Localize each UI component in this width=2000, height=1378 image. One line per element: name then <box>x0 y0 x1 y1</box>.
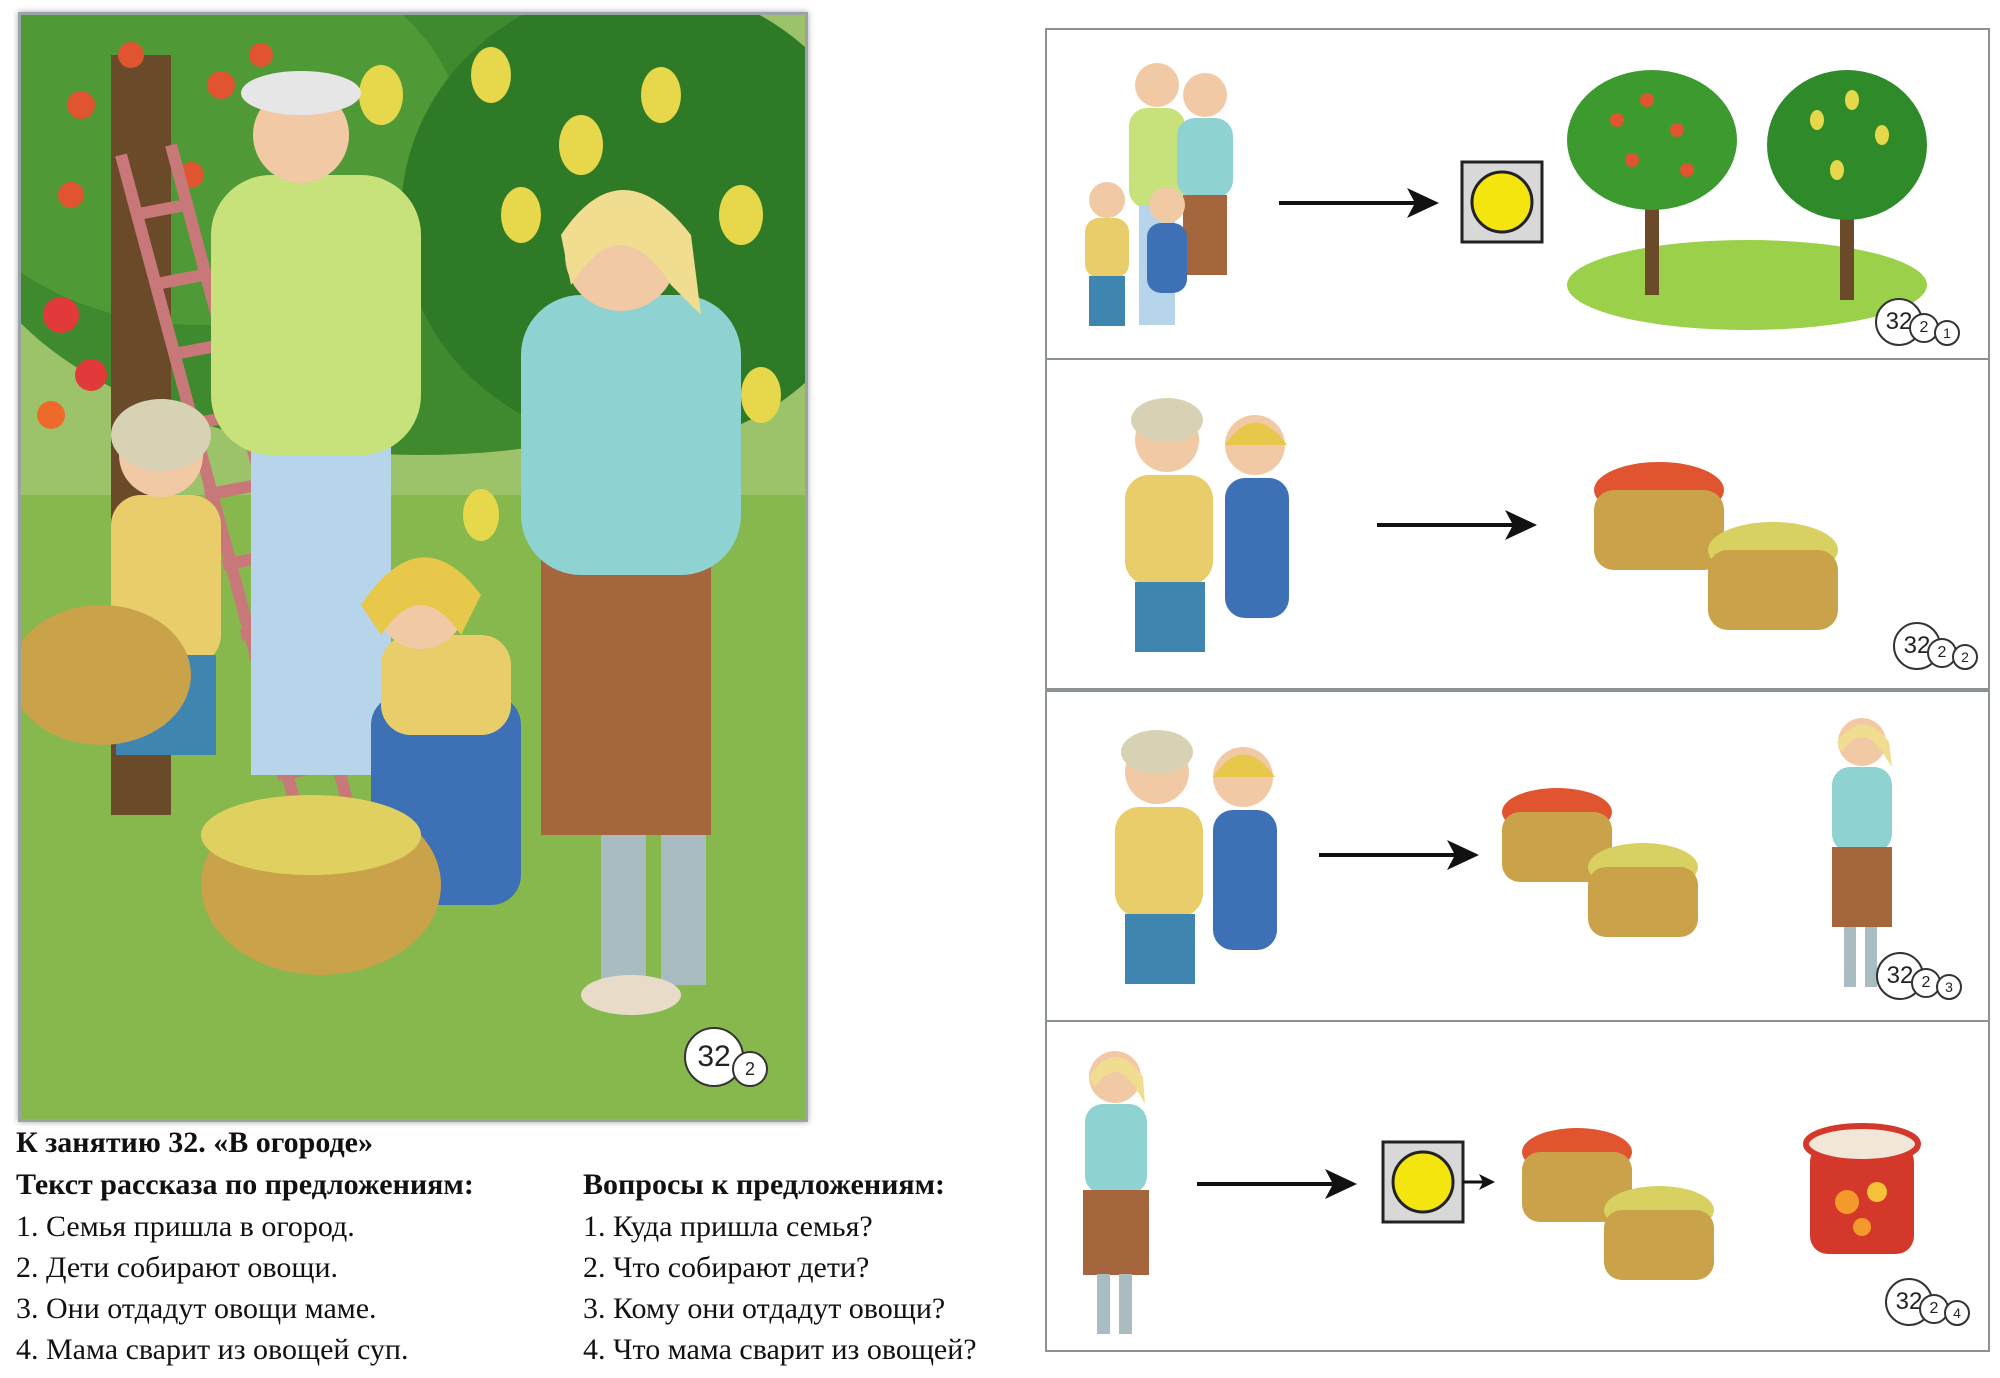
panel-2: 32 2 2 <box>1045 358 1990 690</box>
card-number: 32 <box>697 1040 731 1073</box>
panel-2-drawing <box>1125 398 1838 652</box>
question-line-4: 4. Что мама сварит из овощей? <box>583 1333 977 1366</box>
panel-4: 32 2 4 <box>1045 1020 1990 1352</box>
pictogram-circle <box>1470 170 1534 234</box>
sequence-panels: 32 2 1 32 2 2 <box>1045 28 1990 1352</box>
question-line-1: 1. Куда пришла семья? <box>583 1210 873 1243</box>
children-figure <box>1115 730 1277 984</box>
panel-3-sub-b: 3 <box>1945 979 1953 995</box>
mother-figure <box>1832 718 1892 987</box>
story-line-1: 1. Семья пришла в огород. <box>16 1210 355 1243</box>
panel-2-sub-a: 2 <box>1937 644 1947 661</box>
story-line-3: 3. Они отдадут овощи маме. <box>16 1292 377 1325</box>
lesson-title: К занятию 32. «В огороде» <box>16 1126 373 1159</box>
panel-1-sub-badge-b: 1 <box>1934 320 1960 346</box>
card-sub-number-badge: 2 <box>732 1051 768 1087</box>
panel-3: 32 2 3 <box>1045 690 1990 1024</box>
panel-4-sub-badge-b: 4 <box>1944 1300 1970 1326</box>
panel-3-sub-a: 2 <box>1921 974 1931 991</box>
panel-2-sub-badge-b: 2 <box>1952 644 1978 670</box>
panel-3-sub-badge-b: 3 <box>1936 974 1962 1000</box>
question-line-2: 2. Что собирают дети? <box>583 1251 870 1284</box>
panel-2-sub-b: 2 <box>1961 649 1969 665</box>
story-line-2: 2. Дети собирают овощи. <box>16 1251 339 1284</box>
panel-3-drawing <box>1115 718 1892 987</box>
panel-2-number: 32 <box>1903 632 1931 659</box>
panel-1-sub-a: 2 <box>1919 319 1929 336</box>
panel-4-drawing <box>1083 1051 1921 1334</box>
panel-4-sub-a: 2 <box>1929 1300 1939 1317</box>
panel-3-number: 32 <box>1886 962 1914 989</box>
panel-4-number: 32 <box>1895 1288 1923 1315</box>
story-heading: Текст рассказа по предложениям: <box>16 1168 474 1201</box>
soup-pot-figure <box>1803 1123 1921 1254</box>
question-line-3: 3. Кому они отдадут овощи? <box>583 1292 946 1325</box>
pictogram-circle <box>1391 1150 1455 1214</box>
story-line-4: 4. Мама сварит из овощей суп. <box>16 1333 409 1366</box>
panel-1: 32 2 1 <box>1045 28 1990 362</box>
children-figure <box>1125 398 1289 652</box>
panel-4-sub-b: 4 <box>1953 1305 1961 1321</box>
card-sub-number: 2 <box>744 1058 755 1079</box>
mother-figure <box>1083 1051 1149 1334</box>
family-figure <box>1085 63 1233 326</box>
garden-scene-illustration: 32 2 <box>18 12 808 1122</box>
panel-1-sub-b: 1 <box>1943 325 1951 341</box>
garden-scene-drawing <box>21 15 805 1119</box>
questions-heading: Вопросы к предложениям: <box>583 1168 946 1201</box>
panel-1-drawing <box>1085 63 1927 330</box>
panel-1-number: 32 <box>1885 308 1913 335</box>
